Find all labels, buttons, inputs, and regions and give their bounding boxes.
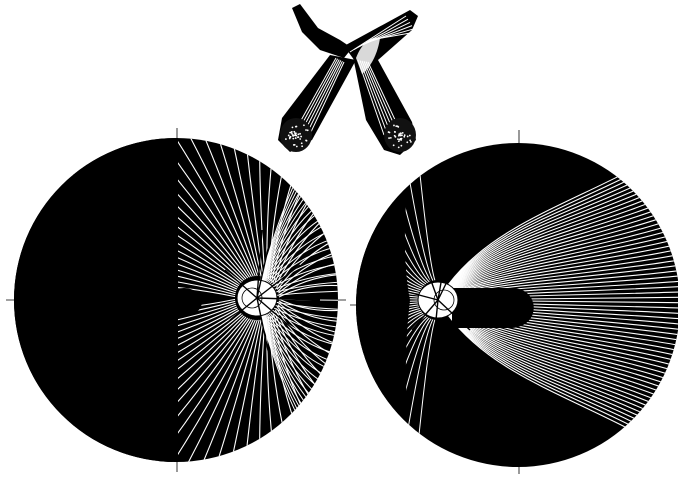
speckle-dot bbox=[398, 135, 400, 137]
speckle-dot bbox=[305, 129, 307, 131]
speckle-dot bbox=[388, 137, 390, 139]
speckle-dot bbox=[301, 142, 303, 144]
speckle-dot bbox=[409, 139, 411, 141]
speckle-dot bbox=[388, 131, 390, 133]
speckle-dot bbox=[297, 136, 299, 138]
speckle-dot bbox=[292, 126, 294, 128]
speckle-dot bbox=[291, 131, 293, 133]
right-fundus-shaded-edge bbox=[356, 150, 414, 470]
speckle-dot bbox=[295, 132, 297, 134]
speckle-dot bbox=[285, 138, 287, 140]
speckle-dot bbox=[394, 131, 396, 133]
speckle-dot bbox=[399, 139, 401, 141]
speckle-dot bbox=[291, 133, 293, 135]
speckle-dot bbox=[404, 134, 406, 136]
speckle-dot bbox=[303, 124, 305, 126]
speckle-dot bbox=[398, 140, 400, 142]
speckle-dot bbox=[307, 129, 309, 131]
speckle-dot bbox=[299, 138, 301, 140]
speckle-dot bbox=[295, 126, 297, 128]
speckle-dot bbox=[290, 136, 292, 138]
speckle-dot bbox=[294, 144, 296, 146]
speckle-dot bbox=[397, 138, 399, 140]
speckle-dot bbox=[395, 136, 397, 138]
speckle-dot bbox=[296, 146, 298, 148]
speckle-dot bbox=[403, 136, 405, 138]
speckle-dot bbox=[292, 135, 294, 137]
speckle-dot bbox=[401, 138, 403, 140]
speckle-dot bbox=[301, 145, 303, 147]
speckle-dot bbox=[293, 131, 295, 133]
speckle-dot bbox=[398, 146, 400, 148]
left-fundus-macula bbox=[166, 288, 202, 316]
speckle-dot bbox=[409, 135, 411, 137]
speckle-dot bbox=[393, 144, 395, 146]
speckle-dot bbox=[400, 135, 402, 137]
speckle-dot bbox=[292, 138, 294, 140]
speckle-dot bbox=[400, 145, 402, 147]
speckle-dot bbox=[294, 134, 296, 136]
chiasm-left-stalk bbox=[292, 4, 352, 58]
speckle-dot bbox=[407, 136, 409, 138]
left-fundus bbox=[6, 116, 372, 475]
speckle-dot bbox=[306, 140, 308, 142]
speckle-dot bbox=[402, 132, 404, 134]
speckle-dot bbox=[297, 133, 299, 135]
speckle-dot bbox=[300, 136, 302, 138]
speckle-dot bbox=[397, 126, 399, 128]
speckle-dot bbox=[299, 133, 301, 135]
speckle-dot bbox=[390, 137, 392, 139]
speckle-dot bbox=[288, 135, 290, 137]
right-fundus-macula bbox=[452, 288, 534, 328]
speckle-dot bbox=[289, 132, 291, 134]
right-fundus bbox=[308, 130, 678, 474]
speckle-dot bbox=[393, 125, 395, 127]
speckle-dot bbox=[295, 137, 297, 139]
speckle-dot bbox=[410, 141, 412, 143]
optic-chiasm bbox=[278, 4, 418, 155]
speckle-dot bbox=[406, 141, 408, 143]
left-fundus-shaded-half bbox=[10, 130, 178, 470]
speckle-dot bbox=[398, 133, 400, 135]
